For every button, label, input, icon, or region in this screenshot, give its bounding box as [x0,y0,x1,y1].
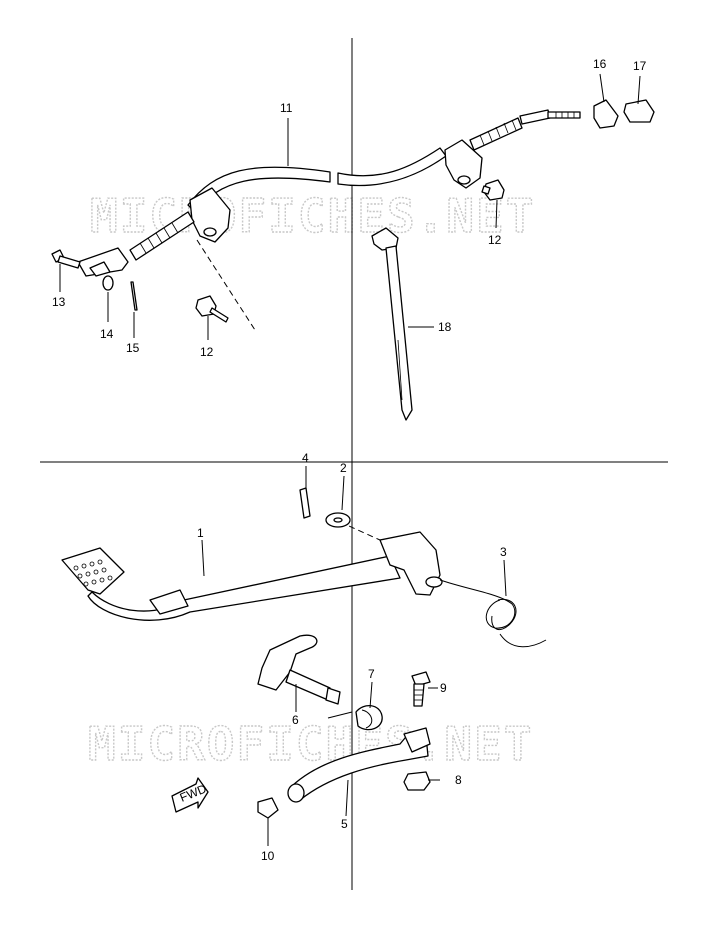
callout-12-right: 12 [488,233,502,247]
bolt-12-left [195,295,229,323]
callout-17: 17 [633,59,647,73]
fwd-arrow-icon: FWD [171,777,209,813]
leader-lines [59,73,641,846]
part-17-bushing [623,99,655,123]
spring-3 [439,579,547,648]
washer-2 [325,512,351,528]
callout-4: 4 [302,451,309,465]
cable-tie-18 [371,227,413,421]
callout-10: 10 [261,849,275,863]
bolt-9 [411,671,431,707]
callout-5: 5 [341,817,348,831]
callout-15: 15 [126,341,140,355]
callout-13: 13 [52,295,66,309]
callout-8: 8 [455,773,462,787]
bracket-5 [287,727,431,803]
callout-6: 6 [292,713,299,727]
callout-18: 18 [438,320,452,334]
callout-2: 2 [340,461,347,475]
callout-12-left: 12 [200,345,214,359]
part-16-collar [593,99,619,129]
nut-8 [403,771,431,791]
callout-14: 14 [100,327,114,341]
pivot-shaft-6 [257,634,341,705]
callout-16: 16 [593,57,607,71]
bolt-12-right [481,179,505,201]
cotter-pin-4 [299,487,311,519]
brake-pedal-1 [61,531,443,621]
callout-1: 1 [197,526,204,540]
callout-11: 11 [280,101,293,115]
callout-3: 3 [500,545,507,559]
callout-9: 9 [440,681,447,695]
spring-7 [327,705,383,731]
watermark-bottom: MICROFICHES.NET [88,717,533,771]
callout-7: 7 [368,667,375,681]
cap-10 [257,797,279,819]
brake-cable-11 [51,109,581,331]
